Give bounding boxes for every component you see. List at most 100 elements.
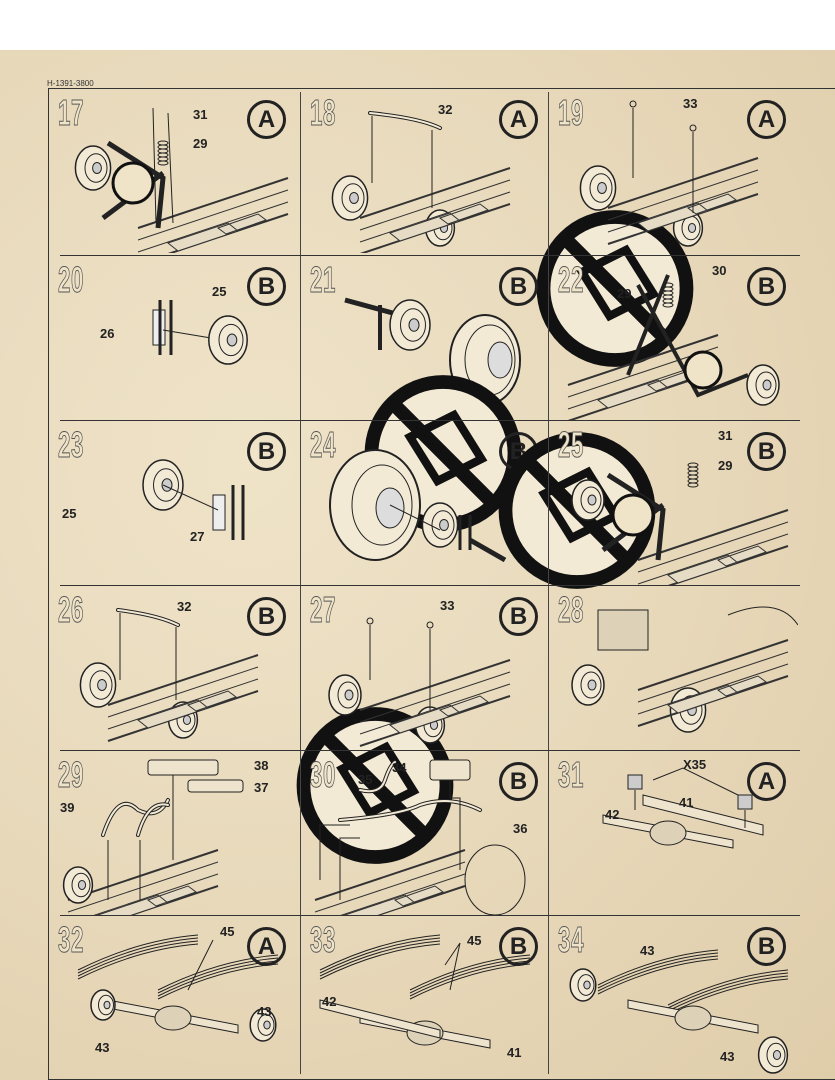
part-number-label: 42 — [605, 807, 620, 822]
part-number-label: 41 — [679, 795, 694, 810]
part-number-label: 43 — [95, 1040, 110, 1055]
step-30-illustration — [314, 759, 526, 915]
step-20-illustration — [152, 300, 248, 365]
step-20-panel: 20 B 25 26 — [48, 255, 298, 420]
sprue-badge: B — [747, 927, 786, 966]
step-28-panel: 28 — [548, 585, 798, 750]
step-17-illustration — [74, 107, 289, 253]
part-number-label: 42 — [322, 994, 337, 1009]
step-number: 34 — [558, 919, 585, 961]
step-number: 30 — [310, 754, 337, 796]
row-divider — [60, 585, 800, 586]
step-31-illustration — [602, 767, 764, 849]
part-number-label: 25 — [62, 506, 77, 521]
row-divider — [60, 420, 800, 421]
step-number: 26 — [58, 589, 85, 631]
row-divider — [60, 750, 800, 751]
step-33-illustration — [319, 934, 531, 1049]
sprue-badge: A — [747, 762, 786, 801]
step-26-illustration — [79, 608, 259, 742]
sprue-badge: B — [247, 432, 286, 471]
step-number: 31 — [558, 754, 585, 796]
row-divider — [60, 255, 800, 256]
part-number-label: 37 — [254, 780, 269, 795]
step-27-illustration — [328, 617, 511, 747]
no-glue-icon — [536, 210, 694, 367]
part-number-label: 31 — [193, 107, 208, 122]
step-28-illustration — [571, 606, 798, 733]
step-number: 21 — [310, 259, 337, 301]
step-29-illustration — [62, 759, 244, 915]
part-number-label: 29 — [718, 458, 733, 473]
part-number-label: 35 — [358, 772, 373, 787]
part-number-label: 27 — [190, 529, 205, 544]
step-34-illustration — [569, 949, 789, 1074]
sprue-badge: B — [747, 432, 786, 471]
sprue-badge: A — [747, 100, 786, 139]
part-number-label: 29 — [617, 286, 632, 301]
step-number: 33 — [310, 919, 337, 961]
step-22-illustration — [567, 274, 780, 420]
step-number: 24 — [310, 424, 337, 466]
sprue-badge: A — [247, 100, 286, 139]
part-number-label: X35 — [683, 757, 707, 772]
part-number-label: 32 — [177, 599, 192, 614]
part-number-label: 45 — [467, 933, 482, 948]
sprue-badge: A — [247, 927, 286, 966]
step-18-panel: 18 A 32 — [300, 88, 694, 367]
sprue-badge: B — [499, 927, 538, 966]
part-number-label: 38 — [254, 758, 269, 773]
step-26-panel: 26 B 32 — [48, 585, 454, 864]
part-number-label: 36 — [513, 821, 528, 836]
step-number: 25 — [558, 424, 585, 466]
part-number-label: 31 — [718, 428, 733, 443]
step-number: 18 — [310, 92, 337, 134]
part-number-label: 45 — [220, 924, 235, 939]
step-number: 27 — [310, 589, 337, 631]
step-33-panel: 33 B 45 42 41 — [300, 915, 550, 1080]
part-number-label: 43 — [720, 1049, 735, 1064]
part-number-label: 32 — [438, 102, 453, 117]
sprue-badge: B — [247, 267, 286, 306]
part-number-label: 33 — [683, 96, 698, 111]
sprue-badge: B — [747, 267, 786, 306]
sprue-badge: B — [499, 762, 538, 801]
column-divider — [300, 92, 301, 1074]
step-number: 29 — [58, 754, 85, 796]
step-24-illustration — [329, 449, 507, 563]
part-number-label: 43 — [257, 1004, 272, 1019]
step-23-illustration — [142, 459, 245, 540]
sheet-code: H-1391-3800 — [47, 79, 94, 88]
step-number: 28 — [558, 589, 585, 631]
step-32-illustration — [77, 934, 279, 1042]
step-32-panel: 32 A 45 43 43 — [48, 915, 298, 1080]
part-number-label: 41 — [507, 1045, 522, 1060]
row-divider — [60, 915, 800, 916]
part-number-label: 30 — [712, 263, 727, 278]
step-25-illustration — [571, 462, 789, 585]
sprue-badge: B — [247, 597, 286, 636]
sprue-badge: B — [499, 597, 538, 636]
step-21-panel: 21 B — [300, 255, 550, 532]
part-number-label: 39 — [60, 800, 75, 815]
step-31-panel: 31 A X35 41 42 — [548, 750, 798, 915]
step-number: 20 — [58, 259, 85, 301]
step-34-panel: 34 B 43 43 — [548, 915, 798, 1080]
step-19-illustration — [579, 100, 759, 247]
sprue-badge: A — [499, 100, 538, 139]
step-18-illustration — [331, 111, 511, 253]
part-number-label: 25 — [212, 284, 227, 299]
step-number: 32 — [58, 919, 85, 961]
part-number-label: 43 — [640, 943, 655, 958]
step-19-panel: 19 A 33 — [548, 88, 798, 253]
part-number-label: 26 — [100, 326, 115, 341]
step-number: 17 — [58, 92, 85, 134]
sprue-badge: B — [499, 267, 538, 306]
step-number: 19 — [558, 92, 585, 134]
